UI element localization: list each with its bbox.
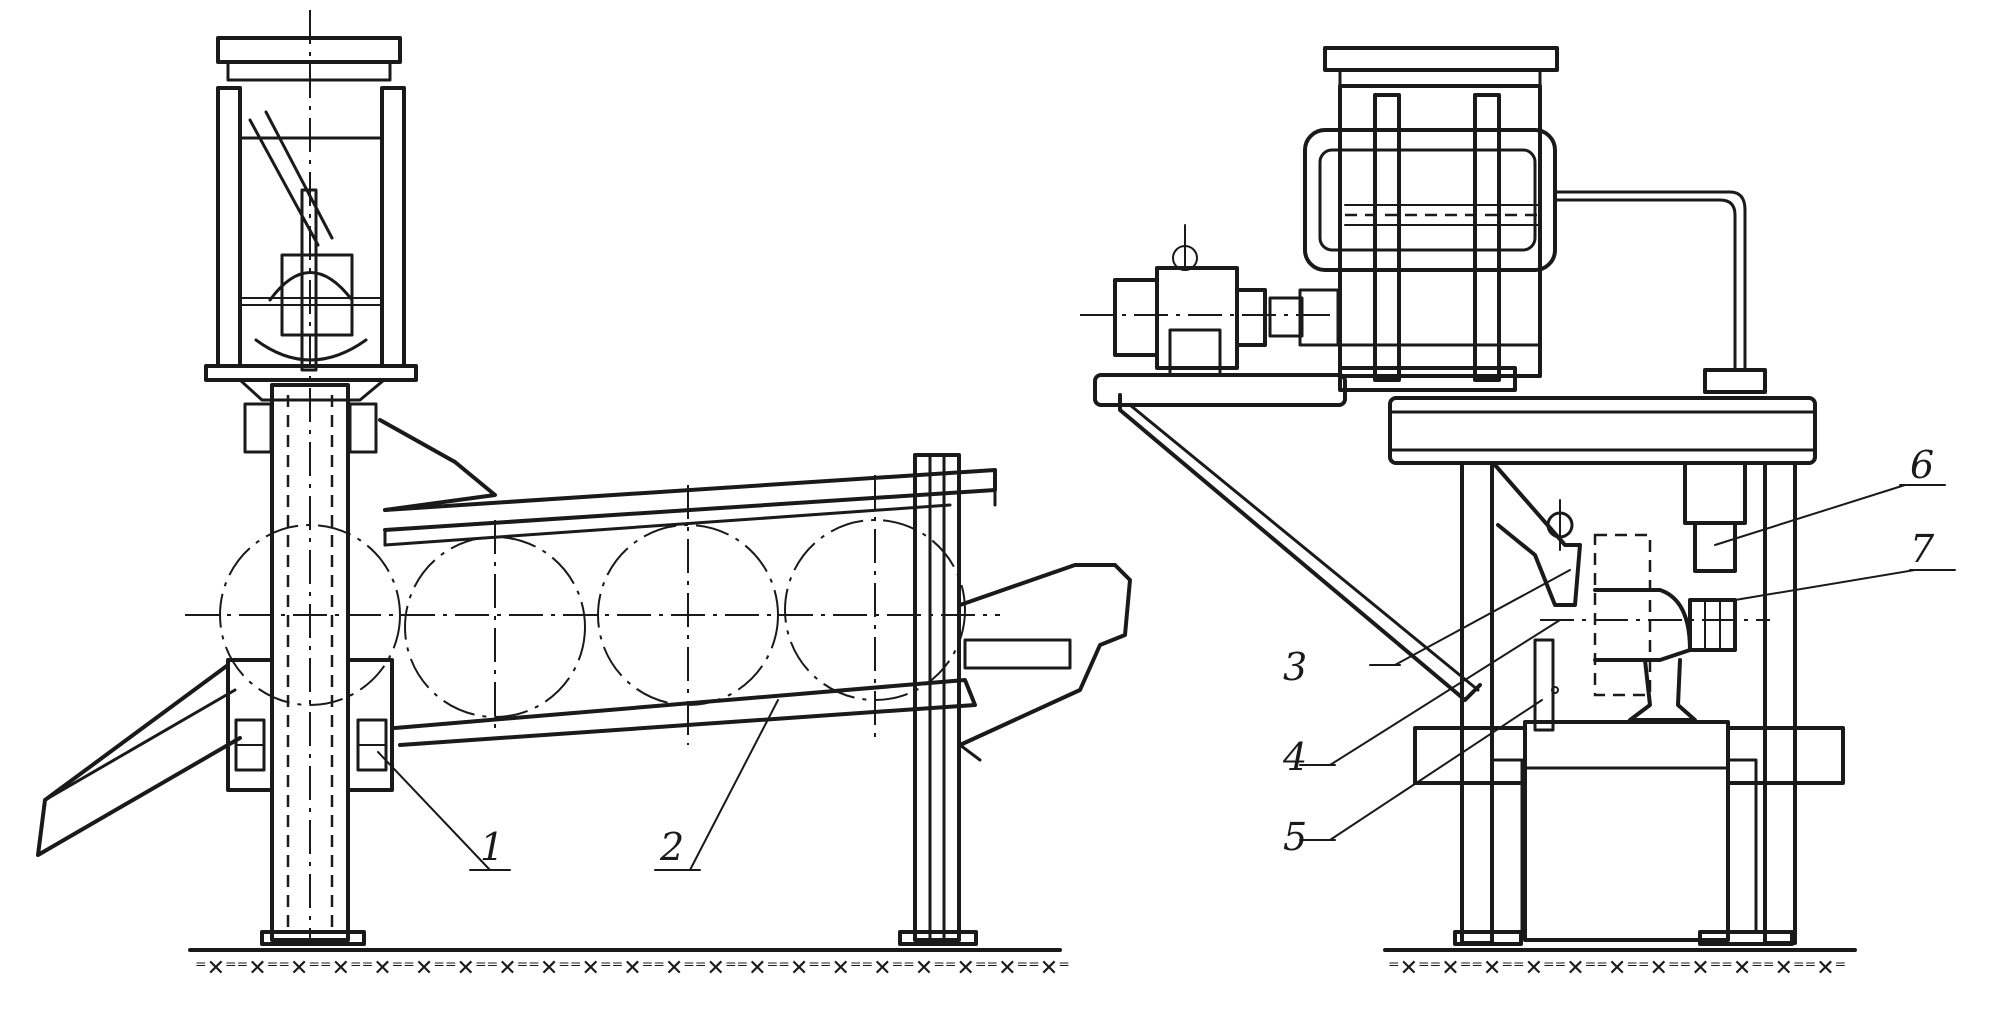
callout-3: 3 [1283, 645, 1307, 689]
left-hood [378, 418, 497, 512]
log-circles [185, 475, 1000, 745]
svg-text:⁼✕⁼⁼✕⁼⁼✕⁼⁼✕⁼⁼✕⁼⁼✕⁼⁼✕⁼⁼✕⁼⁼✕⁼⁼✕⁼: ⁼✕⁼⁼✕⁼⁼✕⁼⁼✕⁼⁼✕⁼⁼✕⁼⁼✕⁼⁼✕⁼⁼✕⁼⁼✕⁼⁼✕⁼ [1388, 956, 1846, 981]
callout-4: 4 [1282, 735, 1307, 779]
right-view: ⁼✕⁼⁼✕⁼⁼✕⁼⁼✕⁼⁼✕⁼⁼✕⁼⁼✕⁼⁼✕⁼⁼✕⁼⁼✕⁼⁼✕⁼ [1080, 46, 1956, 981]
right-top-hoist [1303, 46, 1559, 382]
main-beam [1388, 396, 1817, 465]
inclined-trough [383, 468, 997, 747]
left-view: ⁼✕⁼⁼✕⁼⁼✕⁼⁼✕⁼⁼✕⁼⁼✕⁼⁼✕⁼⁼✕⁼⁼✕⁼⁼✕⁼⁼✕⁼⁼✕⁼⁼✕⁼⁼… [36, 10, 1132, 981]
svg-text:⁼✕⁼⁼✕⁼⁼✕⁼⁼✕⁼⁼✕⁼⁼✕⁼⁼✕⁼⁼✕⁼⁼✕⁼⁼✕⁼: ⁼✕⁼⁼✕⁼⁼✕⁼⁼✕⁼⁼✕⁼⁼✕⁼⁼✕⁼⁼✕⁼⁼✕⁼⁼✕⁼⁼✕⁼⁼✕⁼⁼✕⁼⁼… [195, 956, 1070, 981]
callout-2: 2 [659, 825, 684, 869]
callout-7: 7 [1910, 527, 1935, 571]
lower-housing [1413, 720, 1845, 942]
left-lower-clamp [226, 658, 394, 792]
callout-leaders-left [377, 699, 779, 871]
callout-1: 1 [480, 825, 504, 869]
hydraulic-pipe [1553, 190, 1767, 394]
left-discharge-chute [36, 663, 242, 857]
callout-leaders-right [1299, 484, 1956, 841]
right-ground: ⁼✕⁼⁼✕⁼⁼✕⁼⁼✕⁼⁼✕⁼⁼✕⁼⁼✕⁼⁼✕⁼⁼✕⁼⁼✕⁼⁼✕⁼ [1383, 948, 1857, 981]
clamp-arm [1493, 463, 1582, 607]
outfeed-horn [958, 563, 1132, 762]
callout-6: 6 [1910, 443, 1934, 487]
left-vertical-column [260, 10, 366, 946]
left-ground: ⁼✕⁼⁼✕⁼⁼✕⁼⁼✕⁼⁼✕⁼⁼✕⁼⁼✕⁼⁼✕⁼⁼✕⁼⁼✕⁼⁼✕⁼⁼✕⁼⁼✕⁼⁼… [188, 948, 1070, 981]
drive-motor [1080, 224, 1350, 377]
press-cylinder [1683, 461, 1747, 573]
callout-5: 5 [1283, 815, 1307, 859]
left-view-stand-post [898, 453, 978, 946]
right-columns [1453, 461, 1797, 946]
platform-bracket [1093, 366, 1517, 702]
side-jaw [1533, 638, 1559, 732]
